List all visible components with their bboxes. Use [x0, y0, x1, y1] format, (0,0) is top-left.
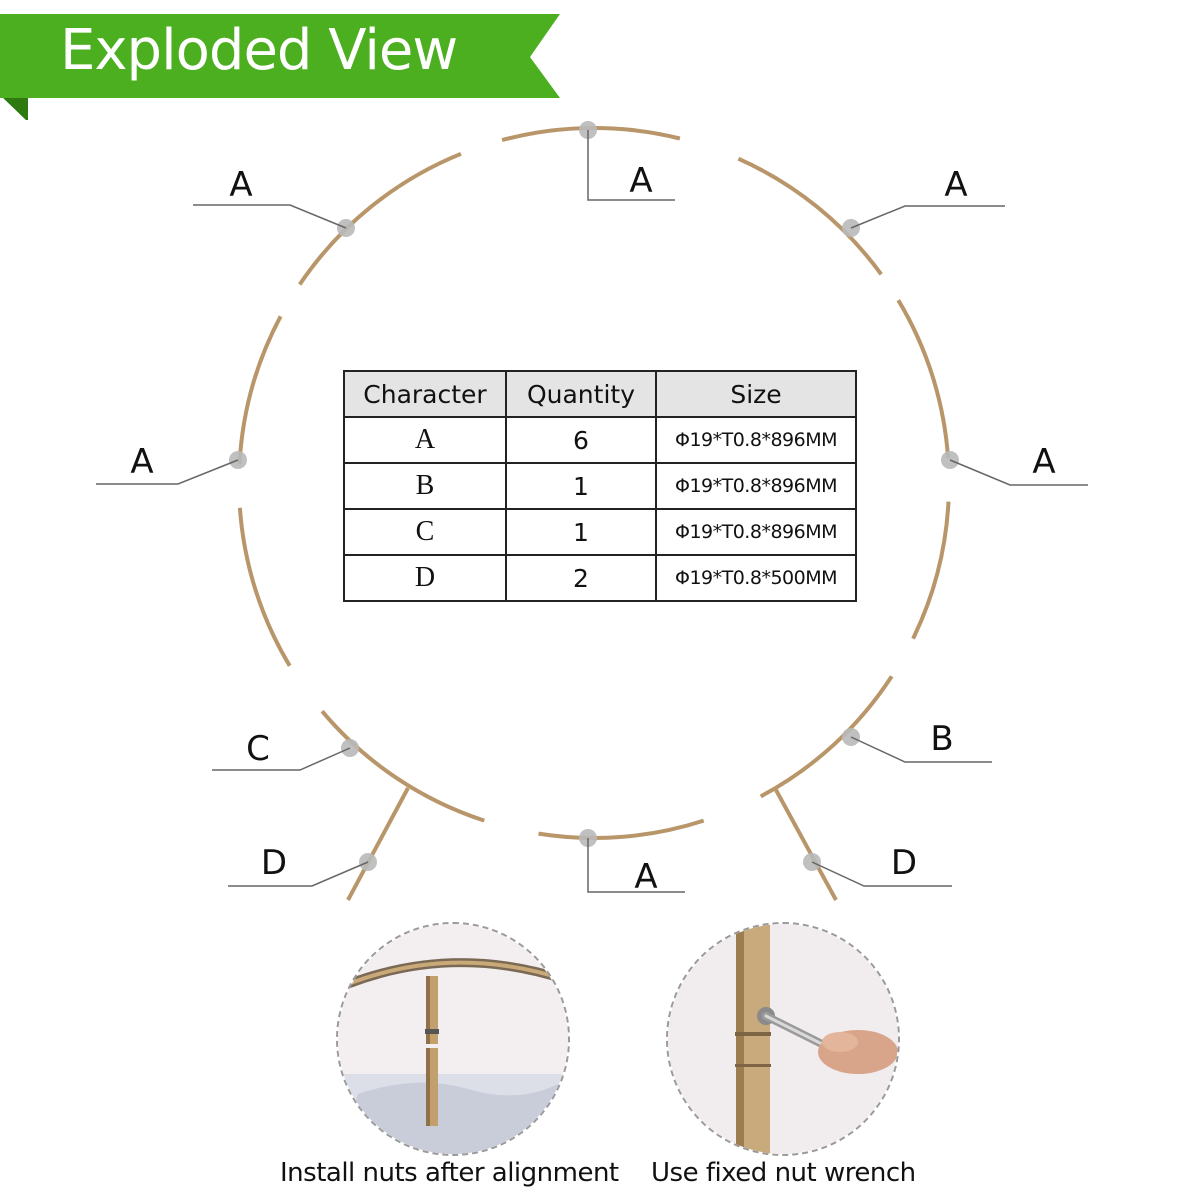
callout-label-a-left: A: [130, 442, 153, 482]
callout-label-b: B: [930, 719, 953, 759]
ring-segment: [896, 299, 951, 459]
ring-segment: [237, 315, 283, 465]
cell-quantity: 1: [505, 462, 657, 510]
caption-alignment: Install nuts after alignment: [280, 1158, 619, 1188]
ring-segment: [237, 507, 292, 667]
callout-label-a-top-right: A: [944, 165, 967, 205]
ring-segments: [237, 125, 951, 840]
callout-leader: [96, 459, 239, 485]
callout-leader: [850, 205, 1005, 229]
callout-label-a-bottom: A: [634, 857, 657, 897]
callout-leader: [212, 747, 351, 771]
callout-label-a-right: A: [1032, 442, 1055, 482]
callout-leaders: [96, 130, 1088, 893]
header-size: Size: [655, 370, 857, 418]
ring-segment: [298, 151, 462, 286]
cell-character: A: [343, 416, 507, 464]
cell-quantity: 1: [505, 508, 657, 556]
detail-photo-alignment: [336, 922, 570, 1156]
cell-size: Φ19*T0.8*896MM: [655, 508, 857, 556]
callout-leader: [587, 130, 675, 201]
cell-size: Φ19*T0.8*896MM: [655, 416, 857, 464]
cell-quantity: 6: [505, 416, 657, 464]
callout-leader: [193, 204, 347, 229]
header-quantity: Quantity: [505, 370, 657, 418]
cell-character: D: [343, 554, 507, 602]
callout-label-d-right: D: [891, 843, 917, 883]
ring-segment: [538, 818, 705, 840]
callout-leader: [811, 861, 952, 887]
table-row: B 1 Φ19*T0.8*896MM: [343, 462, 857, 510]
cell-size: Φ19*T0.8*500MM: [655, 554, 857, 602]
alignment-illustration: [338, 924, 568, 1154]
header-character: Character: [343, 370, 507, 418]
leg-tubes: [346, 787, 838, 901]
callout-leader: [228, 861, 369, 887]
ring-segment: [320, 709, 485, 823]
title-banner: [0, 14, 560, 120]
callout-leader: [587, 838, 685, 893]
parts-table: Character Quantity Size A 6 Φ19*T0.8*896…: [343, 370, 857, 602]
table-row: A 6 Φ19*T0.8*896MM: [343, 416, 857, 464]
callout-labels: A A A A A C B D A D: [130, 161, 1055, 897]
callout-label-d-left: D: [261, 843, 287, 883]
callout-leader: [850, 736, 992, 763]
callout-label-a-top-left: A: [229, 165, 252, 205]
cell-size: Φ19*T0.8*896MM: [655, 462, 857, 510]
ring-segment: [759, 675, 894, 799]
leg-tube: [774, 789, 838, 901]
callout-label-c: C: [246, 729, 270, 769]
caption-wrench: Use fixed nut wrench: [651, 1158, 916, 1188]
callout-label-a-top: A: [629, 161, 652, 201]
ring-segment: [911, 501, 951, 640]
table-row: D 2 Φ19*T0.8*500MM: [343, 554, 857, 602]
ring-segment: [737, 156, 883, 276]
wrench-illustration: [668, 924, 898, 1154]
banner-title: Exploded View: [60, 18, 458, 83]
leg-tube: [346, 787, 410, 901]
cell-character: C: [343, 508, 507, 556]
table-header-row: Character Quantity Size: [343, 370, 857, 418]
detail-photo-wrench: [666, 922, 900, 1156]
callout-leader: [949, 459, 1088, 486]
table-row: C 1 Φ19*T0.8*896MM: [343, 508, 857, 556]
cell-character: B: [343, 462, 507, 510]
cell-quantity: 2: [505, 554, 657, 602]
